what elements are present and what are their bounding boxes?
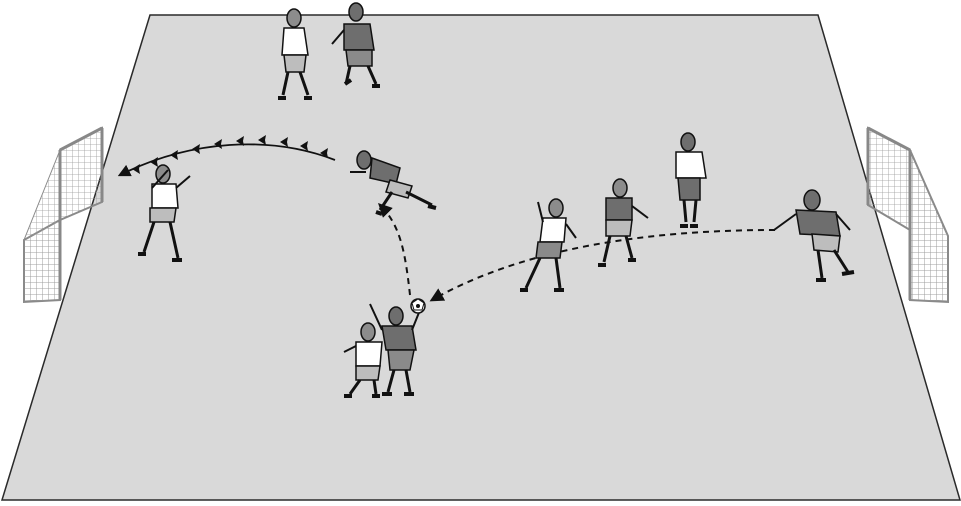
handball-ball-icon bbox=[411, 299, 425, 313]
court-surface bbox=[2, 15, 960, 500]
